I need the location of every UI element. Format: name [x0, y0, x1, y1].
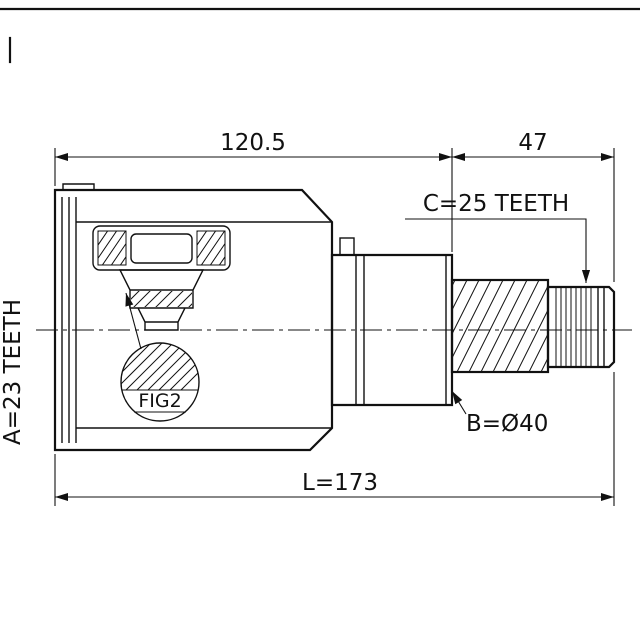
housing-left-rim-grooves: [61, 197, 77, 443]
dim-120-extensions: [54, 148, 453, 252]
label-shaft-diameter: B=Ø40: [451, 390, 548, 437]
fig2-label: FIG2: [138, 390, 181, 412]
dim-47-text: 47: [518, 130, 547, 156]
stub-outline: [546, 285, 616, 369]
spline-shaft-hatch: [452, 280, 548, 372]
stub-snap-ring-groove: [597, 287, 605, 367]
dimension-spline-width: 47: [452, 130, 615, 282]
label-c-leader-arrow: [405, 218, 591, 283]
stub-teeth: [555, 287, 592, 367]
hub-hatch: [131, 291, 192, 307]
clamp-grooves: [355, 255, 447, 405]
dim-120-text: 120.5: [220, 130, 286, 156]
hub-steps: [118, 269, 205, 331]
label-inner-spline: A=23 TEETH: [0, 299, 26, 445]
dim-length-text: L=173: [302, 470, 378, 496]
cylinder-outline: [330, 253, 454, 407]
bearing-roller: [130, 233, 193, 264]
label-c-teeth-text: C=25 TEETH: [423, 191, 569, 217]
fig2-leader-arrow: [125, 292, 142, 350]
label-b-leader-arrow: [451, 390, 467, 415]
fig2-band-chords: [121, 389, 199, 413]
housing-outline: [53, 188, 334, 452]
fig2-hatch: [121, 343, 199, 391]
label-outer-spline: C=25 TEETH: [405, 191, 591, 283]
housing-cavity-walls: [76, 221, 332, 429]
frame: [0, 7, 640, 64]
label-a-teeth-text: A=23 TEETH: [0, 299, 26, 445]
vent-tab: [339, 237, 355, 256]
mid-cylinder: [330, 237, 454, 407]
stub-spline-end: [546, 285, 616, 369]
dimension-overall-length: L=173: [54, 372, 615, 506]
dimension-housing-width: 120.5: [54, 130, 453, 252]
housing-top-tab: [62, 183, 95, 190]
joint-housing: [53, 183, 334, 452]
fig2-callout: FIG2: [120, 292, 200, 422]
bearing-detail: [92, 225, 231, 331]
fig2-circle: [120, 342, 200, 422]
label-b-diameter-text: B=Ø40: [466, 411, 548, 437]
